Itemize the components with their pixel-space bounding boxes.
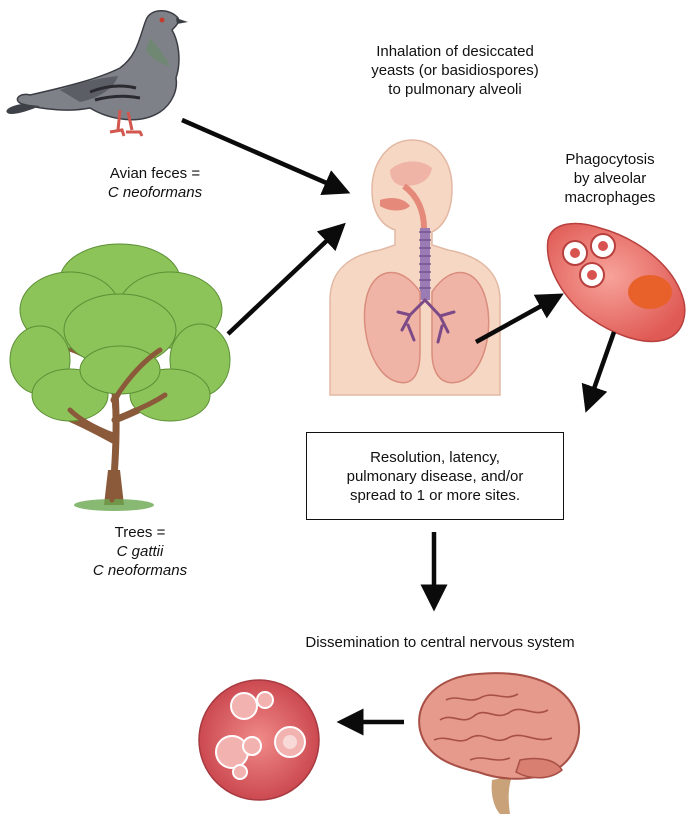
trees-organism-label-1: C gattii [60, 542, 220, 561]
inhalation-label-line-3: to pulmonary alveoli [330, 80, 580, 99]
outcomes-label: Resolution, latency, pulmonary disease, … [307, 448, 563, 505]
outcomes-box: Resolution, latency, pulmonary disease, … [306, 432, 564, 520]
outcomes-label-line-2: pulmonary disease, and/or [307, 467, 563, 486]
tree-illustration [10, 244, 230, 511]
macrophage-illustration [548, 224, 685, 342]
trees-label: Trees = C gattii C neoformans [60, 523, 220, 580]
phagocytosis-label: Phagocytosis by alveolar macrophages [530, 150, 689, 207]
dissemination-label: Dissemination to central nervous system [240, 633, 640, 652]
outcomes-label-line-3: spread to 1 or more sites. [307, 486, 563, 505]
outcomes-label-line-1: Resolution, latency, [307, 448, 563, 467]
inhalation-label-line-2: yeasts (or basidiospores) [330, 61, 580, 80]
cns-tissue-section-illustration [199, 680, 319, 800]
pigeon-illustration [6, 11, 188, 136]
phagocytosis-label-line-1: Phagocytosis [530, 150, 689, 169]
trees-organism-label-2: C neoformans [60, 561, 220, 580]
brain-illustration [419, 673, 579, 814]
arrow-macrophage-to-outcomes [590, 332, 614, 400]
inhalation-label: Inhalation of desiccated yeasts (or basi… [330, 42, 580, 99]
arrow-tree-to-lungs [228, 232, 336, 334]
inhalation-label-line-1: Inhalation of desiccated [330, 42, 580, 61]
avian-feces-label-line: Avian feces = [70, 164, 240, 183]
phagocytosis-label-line-2: by alveolar [530, 169, 689, 188]
avian-feces-label: Avian feces = C neoformans [70, 164, 240, 202]
human-torso-illustration [330, 140, 500, 395]
phagocytosis-label-line-3: macrophages [530, 188, 689, 207]
trees-label-line: Trees = [60, 523, 220, 542]
avian-feces-organism-label: C neoformans [70, 183, 240, 202]
